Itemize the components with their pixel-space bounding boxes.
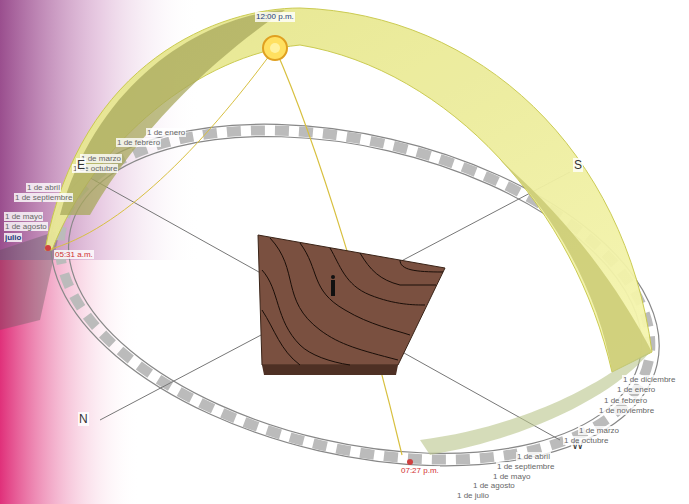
date-label: 1 de febrero xyxy=(603,396,648,405)
time-label: 05:31 a.m. xyxy=(54,250,94,259)
date-label: 1 de agosto xyxy=(472,481,516,490)
direction-letter: E xyxy=(76,158,86,172)
date-label: 1 de septiembre xyxy=(14,193,73,202)
time-label: 07:27 p.m. xyxy=(400,466,440,475)
date-label: 1 de marzo xyxy=(80,154,122,163)
date-label: 1 de abril xyxy=(26,183,61,192)
date-label: 1 de abril xyxy=(516,452,551,461)
date-label: 1 de enero xyxy=(616,385,656,394)
direction-letter: S xyxy=(573,158,583,172)
date-label: 1 de septiembre xyxy=(496,462,555,471)
date-label: 1 de mayo xyxy=(492,472,531,481)
date-label: 1 de enero xyxy=(146,128,186,137)
date-label: 1 de agosto xyxy=(4,222,48,231)
time-label: 12:00 p.m. xyxy=(255,12,295,22)
date-label: 1 de noviembre xyxy=(598,406,655,415)
date-label: 1 de octubre xyxy=(563,436,609,445)
date-label: 1 de marzo xyxy=(578,426,620,435)
date-label: 1 de mayo xyxy=(4,212,43,221)
date-label: 1 de diciembre xyxy=(622,375,676,384)
month-label: julio xyxy=(4,233,22,242)
date-label: 1 de febrero xyxy=(116,138,161,147)
direction-letter: N xyxy=(78,412,89,426)
date-label: 1 de julio xyxy=(456,491,490,500)
